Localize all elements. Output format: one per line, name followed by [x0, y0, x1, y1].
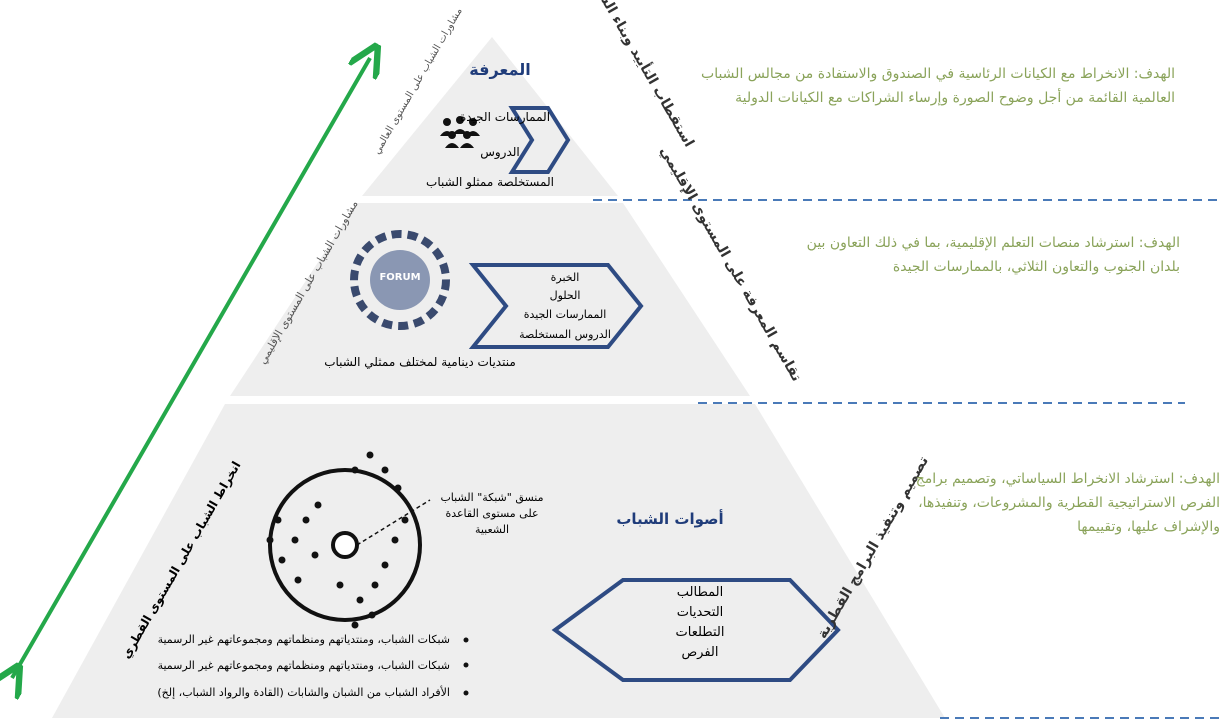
top-tier-title: المعرفة	[469, 60, 531, 79]
chevron-top	[508, 106, 571, 174]
people-icon	[440, 116, 480, 148]
top-label-3: المستخلصة	[497, 175, 554, 189]
top-goal: الهدف: الانخراط مع الكيانات الرئاسية في …	[701, 66, 1175, 106]
bottom-item-2: التحديات	[676, 605, 724, 620]
middle-item-1: الخبرة	[550, 271, 580, 284]
bullet-3-dot	[463, 690, 469, 696]
top-label-1: الممارسات الجيدة	[459, 110, 551, 124]
forum-icon	[350, 230, 450, 330]
middle-item-2: الحلول	[549, 289, 581, 302]
bottom-item-3: التطلعات	[675, 625, 725, 640]
bottom-bullet-3: الأفراد الشباب من الشبان والشابات (القاد…	[157, 686, 450, 699]
bottom-item-4: الفرص	[681, 645, 719, 660]
top-label-row: المستخلصة ممثلو الشباب	[390, 175, 590, 189]
chevron-bottom	[551, 578, 841, 682]
middle-caption: منتديات دينامية لمختلف ممثلي الشباب	[324, 355, 516, 369]
bottom-item-1: المطالب	[676, 585, 724, 600]
bottom-bullet-2: شبكات الشباب، ومنتدياتهم ومنظماتهم ومجمو…	[157, 659, 450, 672]
middle-goal: الهدف: استرشاد منصات التعلم الإقليمية، ب…	[806, 235, 1180, 275]
bottom-tier-title: أصوات الشباب	[616, 510, 724, 528]
bottom-bullet-1: شبكات الشباب، ومنتدياتهم ومنظماتهم ومجمو…	[157, 633, 450, 646]
network-icon	[266, 451, 431, 629]
middle-item-3: الممارسات الجيدة	[523, 308, 607, 321]
top-label-4: ممثلو الشباب	[426, 175, 494, 189]
bottom-goal: الهدف: استرشاد الانخراط السياساتي، وتصمي…	[915, 471, 1220, 535]
chevron-middle	[468, 263, 644, 349]
tier-top	[362, 37, 618, 196]
top-label-2: الدروس	[480, 145, 520, 159]
middle-item-4: الدروس المستخلصة	[519, 328, 611, 341]
network-label: منسق "شبكة" الشباب على مستوى القاعدة الش…	[440, 491, 544, 536]
bullet-1-dot	[463, 637, 469, 643]
forum-label: FORUM	[379, 272, 421, 283]
bullet-2-dot	[463, 662, 469, 668]
levels-arrow	[12, 58, 370, 678]
